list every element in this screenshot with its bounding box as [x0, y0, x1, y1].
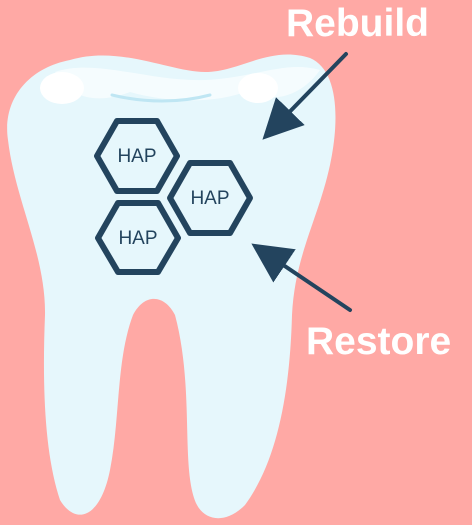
hap-hexagon-1: HAP — [94, 118, 180, 194]
hap-label-1: HAP — [117, 146, 156, 167]
rebuild-label: Rebuild — [286, 2, 429, 45]
tooth-highlight-right — [238, 73, 278, 103]
rebuild-arrow — [262, 52, 348, 140]
hap-label-3: HAP — [118, 228, 157, 249]
tooth-highlight-left — [40, 72, 84, 104]
hap-hexagon-2: HAP — [167, 160, 253, 236]
tooth-shape — [7, 54, 336, 519]
restore-label: Restore — [306, 320, 451, 363]
hap-hexagon-3: HAP — [95, 200, 181, 275]
hap-label-2: HAP — [190, 188, 229, 209]
tooth-crown-line — [110, 93, 212, 103]
restore-arrow — [251, 243, 352, 312]
